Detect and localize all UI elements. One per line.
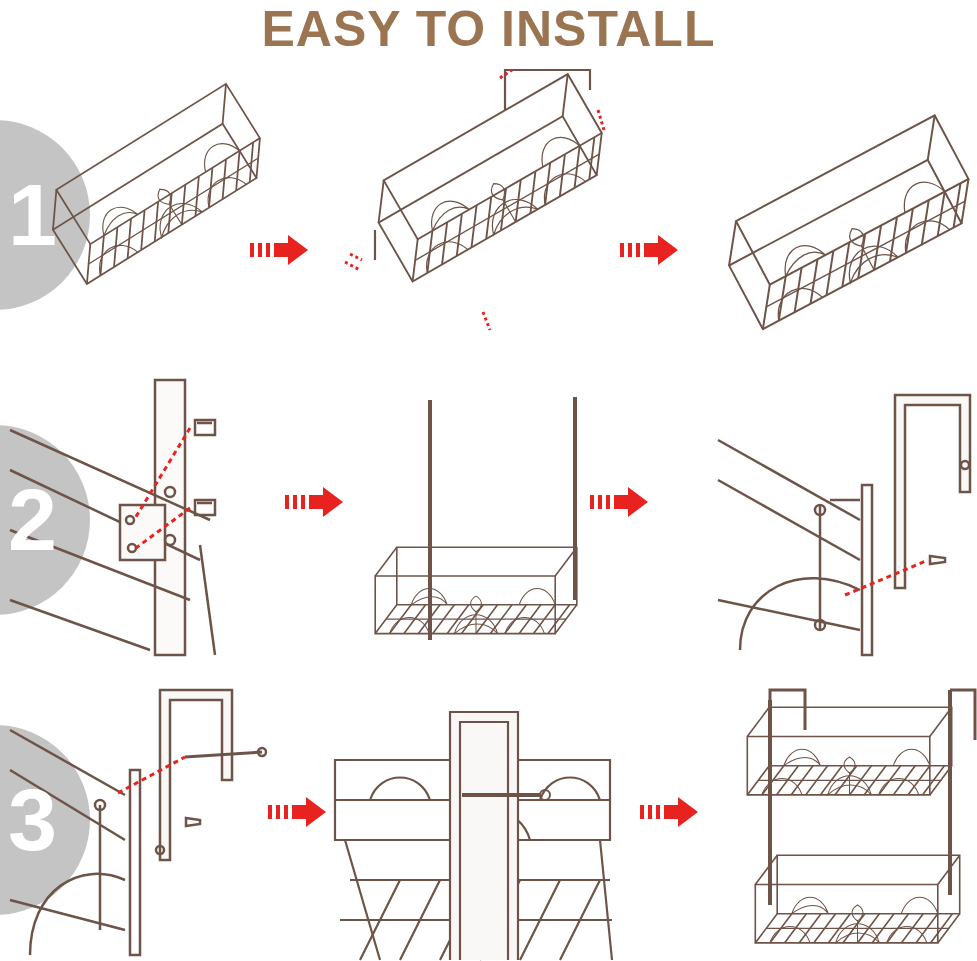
step-circle bbox=[0, 725, 90, 915]
page-title: EASY TO INSTALL bbox=[0, 0, 977, 58]
step-number: 1 bbox=[8, 164, 57, 266]
step-circle bbox=[0, 425, 90, 615]
step-number: 3 bbox=[8, 769, 57, 871]
step-number: 2 bbox=[8, 469, 57, 571]
